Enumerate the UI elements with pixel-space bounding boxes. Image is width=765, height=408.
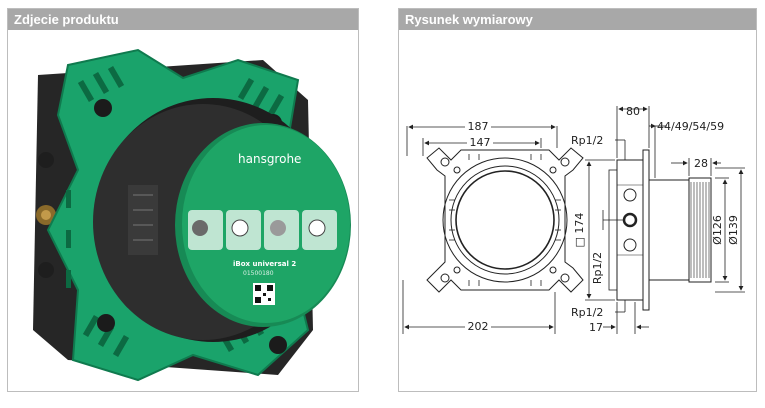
green-cover-cap: hansgrohe iBox universal 2 01500180 [175,123,351,327]
dim-depths: 44/49/54/59 [657,120,724,133]
dim-17: 17 [589,321,603,334]
qr-code [253,283,275,305]
dim-187: 187 [468,120,489,133]
dimension-drawing-panel: Rysunek wymiarowy [398,8,757,392]
dimension-drawing: 187 147 202 [399,30,756,391]
technical-drawing: 187 147 202 [402,105,745,334]
brand-label: hansgrohe [238,152,301,166]
dim-126: Ø126 [711,215,724,245]
dim-rp-bottom: Rp1/2 [571,306,603,319]
front-view [426,147,584,293]
dim-rp-top: Rp1/2 [571,134,603,147]
dim-147: 147 [470,136,491,149]
product-photo: hansgrohe iBox universal 2 01500180 [8,30,358,391]
dim-139: Ø139 [727,215,740,245]
model-label: iBox universal 2 [233,260,296,268]
dim-202: 202 [468,320,489,333]
product-photo-title: Zdjecie produktu [8,9,358,30]
side-view [608,149,712,311]
model-code: 01500180 [243,270,274,277]
dim-28: 28 [694,157,708,170]
dim-rp-mid: Rp1/2 [591,252,604,284]
dim-174: □ 174 [573,213,586,248]
product-photo-panel: Zdjecie produktu [7,8,359,392]
dimension-drawing-title: Rysunek wymiarowy [399,9,756,30]
dim-80: 80 [626,105,640,118]
product-illustration: hansgrohe iBox universal 2 01500180 [33,48,351,382]
